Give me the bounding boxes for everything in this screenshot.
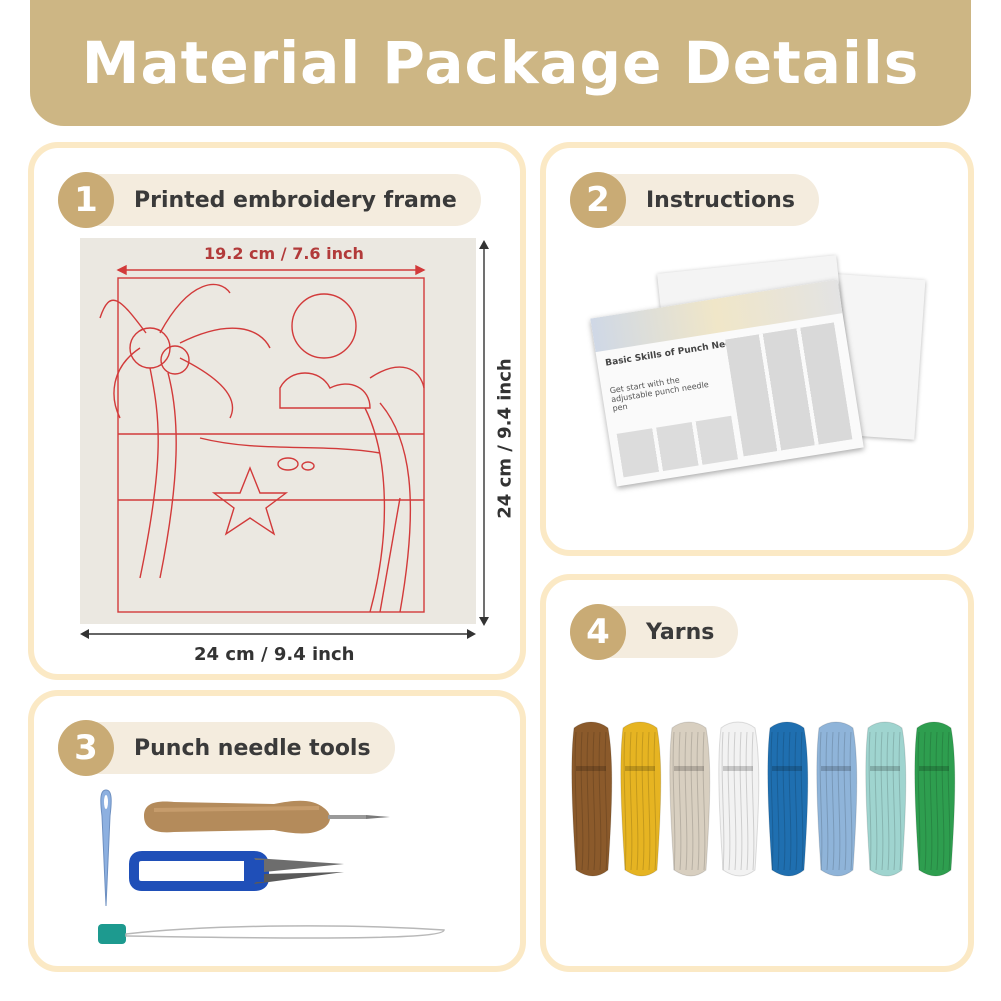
step-number: 2 (570, 172, 626, 228)
card-instructions: 2 Instructions Basic Skills of Punch Nee… (540, 142, 974, 556)
yarn-bundle (865, 721, 907, 877)
header-banner: Material Package Details (30, 0, 971, 126)
card-title: Printed embroidery frame (134, 187, 457, 213)
yarn-bundle (718, 721, 760, 877)
yarn-bundle (669, 721, 711, 877)
sheet-photo-grid (725, 322, 853, 457)
yarn-bundle (767, 721, 809, 877)
card-punch-needle-tools: 3 Punch needle tools (28, 690, 526, 972)
yarn-bundle (620, 721, 662, 877)
width-dimension-arrow (80, 629, 476, 639)
printed-pattern (99, 264, 426, 613)
card-yarns: 4 Yarns (540, 574, 974, 972)
yarn-bundles (568, 720, 960, 880)
embroidery-fabric: 19.2 cm / 7.6 inch (80, 238, 476, 624)
step-number: 1 (58, 172, 114, 228)
inner-width-label: 19.2 cm / 7.6 inch (200, 244, 368, 263)
needle-threader-icon (98, 924, 445, 944)
card-title: Yarns (646, 619, 715, 645)
tools-illustration (98, 789, 445, 944)
page-title: Material Package Details (81, 29, 920, 97)
step-number: 3 (58, 720, 114, 776)
punch-needle-pen-icon (144, 800, 390, 834)
card-title: Punch needle tools (134, 735, 371, 761)
plastic-needle-icon (100, 789, 112, 907)
sheet-photo-row (616, 415, 739, 478)
card-header: 2 Instructions (570, 172, 819, 228)
yarn-bundle (914, 721, 956, 877)
yarn-bundle (571, 721, 613, 877)
card-header: 1 Printed embroidery frame (58, 172, 481, 228)
sheet-subheading: Get start with the adjustable punch need… (609, 375, 710, 414)
card-header: 4 Yarns (570, 604, 739, 660)
card-header: 3 Punch needle tools (58, 720, 395, 776)
height-label: 24 cm / 9.4 inch (494, 358, 516, 519)
height-dimension-arrow (479, 240, 489, 626)
thread-snips-icon (129, 851, 344, 891)
instruction-sheet-front: Basic Skills of Punch Needle Get start w… (590, 279, 864, 487)
card-title: Instructions (646, 187, 795, 213)
yarn-bundle (816, 721, 858, 877)
width-label: 24 cm / 9.4 inch (194, 644, 355, 665)
card-embroidery-frame: 1 Printed embroidery frame (28, 142, 526, 680)
step-number: 4 (570, 604, 626, 660)
